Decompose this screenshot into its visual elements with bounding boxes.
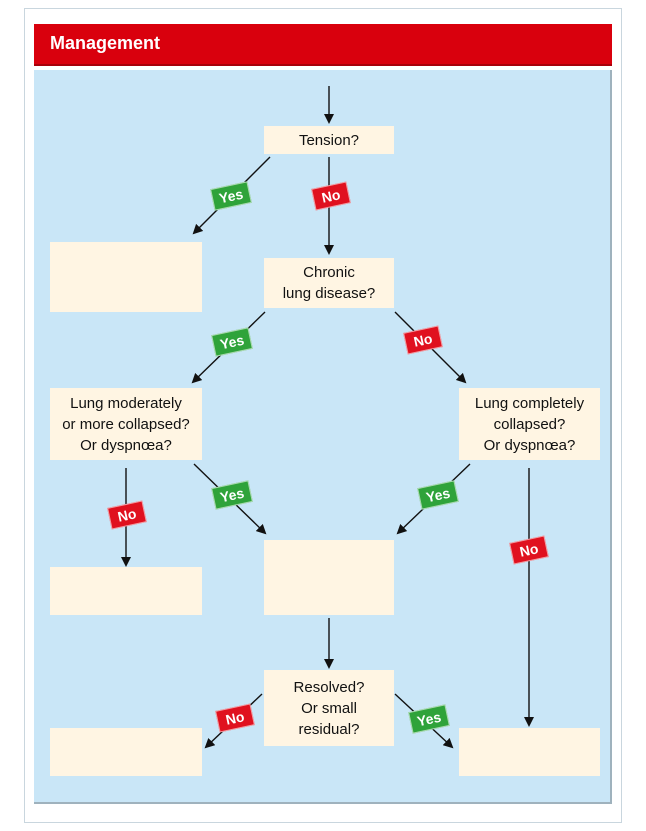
figure-header: Management bbox=[34, 24, 612, 66]
node-tension: Tension? bbox=[264, 126, 394, 154]
node-moderate-no-empty bbox=[50, 567, 202, 615]
node-resolved: Resolved? Or small residual? bbox=[264, 670, 394, 746]
node-resolved-no-empty bbox=[50, 728, 202, 776]
node-lung-moderately-collapsed: Lung moderately or more collapsed? Or dy… bbox=[50, 388, 202, 460]
node-tension-yes-empty bbox=[50, 242, 202, 312]
figure-title: Management bbox=[50, 33, 161, 53]
node-centre-empty bbox=[264, 540, 394, 615]
node-resolved-yes-empty bbox=[459, 728, 600, 776]
node-lung-completely-collapsed: Lung completely collapsed? Or dyspnœa? bbox=[459, 388, 600, 460]
node-chronic-lung-disease: Chronic lung disease? bbox=[264, 258, 394, 308]
